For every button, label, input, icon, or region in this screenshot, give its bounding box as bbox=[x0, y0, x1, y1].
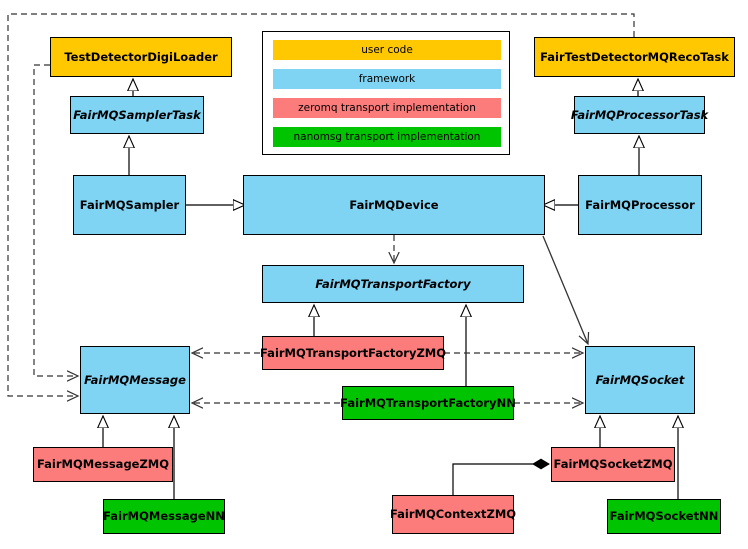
class-box-fairmqsocketnn[interactable]: FairMQSocketNN bbox=[607, 499, 721, 534]
class-label-fairmqsampler: FairMQSampler bbox=[79, 197, 180, 212]
class-box-fairmqdevice[interactable]: FairMQDevice bbox=[243, 175, 545, 235]
class-label-fairmqprocessor: FairMQProcessor bbox=[585, 197, 695, 212]
class-label-fairmqmessagenn: FairMQMessageNN bbox=[103, 509, 225, 524]
edge-contextzmq-socketzmq bbox=[452, 458, 550, 495]
class-box-fairmqcontextzmq[interactable]: FairMQContextZMQ bbox=[390, 495, 516, 534]
class-label-fairmqsamplertask: FairMQSamplerTask bbox=[73, 107, 201, 122]
class-label-fairmqsocketzmq: FairMQSocketZMQ bbox=[553, 457, 673, 472]
legend-row-framework: framework bbox=[273, 69, 501, 89]
legend-row-zeromq: zeromq transport implementation bbox=[273, 98, 501, 118]
legend-label-user-code: user code bbox=[361, 44, 413, 56]
legend-box: user code framework zeromq transport imp… bbox=[262, 31, 510, 155]
class-label-fairmqtransportfactorynn: FairMQTransportFactoryNN bbox=[340, 395, 516, 410]
legend-label-nanomsg: nanomsg transport implementation bbox=[293, 131, 481, 143]
class-box-fairmqprocessortask[interactable]: FairMQProcessorTask bbox=[571, 96, 708, 134]
edge-device-socket bbox=[542, 235, 588, 344]
legend-label-framework: framework bbox=[358, 73, 416, 85]
class-label-fairmqprocessortask: FairMQProcessorTask bbox=[570, 107, 709, 122]
class-box-fairmqprocessor[interactable]: FairMQProcessor bbox=[578, 175, 702, 235]
class-box-fairmqmessagenn[interactable]: FairMQMessageNN bbox=[103, 499, 225, 534]
class-box-fairmqtransportfactorynn[interactable]: FairMQTransportFactoryNN bbox=[340, 386, 516, 420]
legend-row-user-code: user code bbox=[273, 40, 501, 60]
class-box-fairmqtransportfactory[interactable]: FairMQTransportFactory bbox=[262, 265, 524, 303]
class-box-fairtestdetectormqrecotask[interactable]: FairTestDetectorMQRecoTask bbox=[534, 37, 735, 77]
class-box-fairmqsampler[interactable]: FairMQSampler bbox=[73, 175, 186, 235]
class-box-fairmqmessagezmq[interactable]: FairMQMessageZMQ bbox=[33, 447, 173, 482]
class-label-testdetectordigiloader: TestDetectorDigiLoader bbox=[64, 49, 218, 64]
class-label-fairmqsocketnn: FairMQSocketNN bbox=[609, 509, 719, 524]
class-box-fairmqtransportfactoryzmq[interactable]: FairMQTransportFactoryZMQ bbox=[260, 336, 446, 370]
class-label-fairmqtransportfactoryzmq: FairMQTransportFactoryZMQ bbox=[260, 345, 447, 360]
legend-label-zeromq: zeromq transport implementation bbox=[298, 102, 476, 114]
class-box-fairmqmessage[interactable]: FairMQMessage bbox=[80, 346, 190, 414]
class-label-fairmqmessagezmq: FairMQMessageZMQ bbox=[36, 457, 170, 472]
class-label-fairmqtransportfactory: FairMQTransportFactory bbox=[315, 276, 471, 291]
class-box-fairmqsocketzmq[interactable]: FairMQSocketZMQ bbox=[551, 447, 675, 482]
class-label-fairmqdevice: FairMQDevice bbox=[349, 197, 439, 212]
class-box-testdetectordigiloader[interactable]: TestDetectorDigiLoader bbox=[50, 37, 232, 77]
legend-row-nanomsg: nanomsg transport implementation bbox=[273, 127, 501, 147]
class-box-fairmqsocket[interactable]: FairMQSocket bbox=[585, 346, 695, 414]
class-label-fairmqsocket: FairMQSocket bbox=[595, 372, 685, 387]
class-label-fairtestdetectormqrecotask: FairTestDetectorMQRecoTask bbox=[540, 49, 729, 64]
class-label-fairmqmessage: FairMQMessage bbox=[84, 372, 186, 387]
class-label-fairmqcontextzmq: FairMQContextZMQ bbox=[389, 507, 517, 522]
class-box-fairmqsamplertask[interactable]: FairMQSamplerTask bbox=[70, 96, 204, 134]
